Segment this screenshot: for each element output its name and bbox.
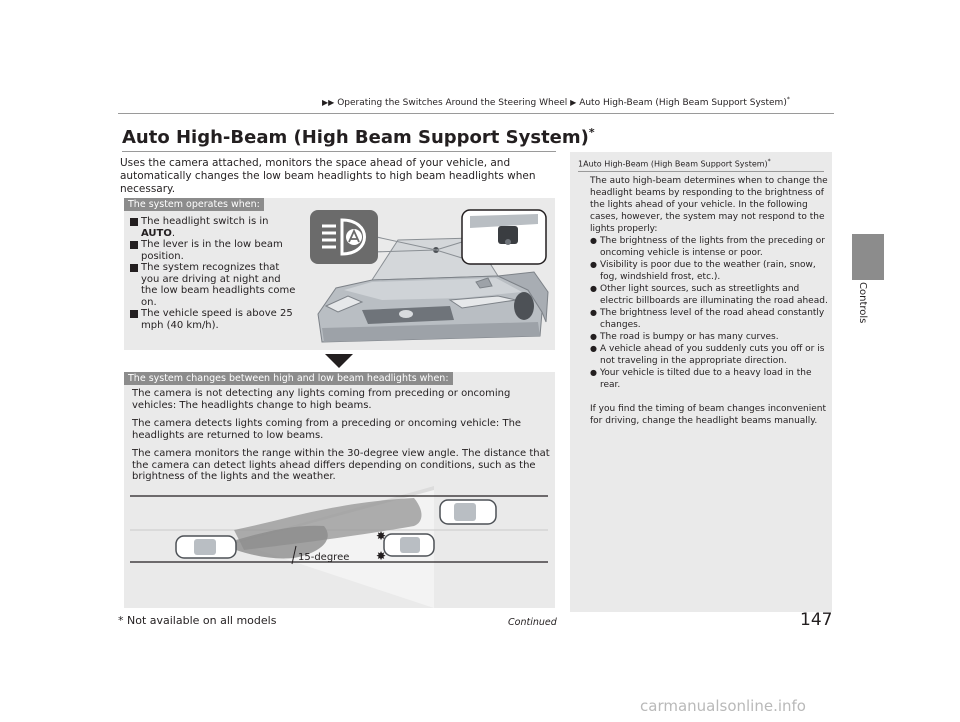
operates-heading: The system operates when:: [124, 198, 264, 211]
list-item: The brightness of the lights from the pr…: [590, 235, 828, 259]
list-item: The road is bumpy or has many curves.: [590, 331, 828, 343]
list-item: The brightness level of the road ahead c…: [590, 307, 828, 331]
changes-heading: The system changes between high and low …: [124, 372, 453, 385]
section-tab-text: Controls: [857, 282, 868, 324]
page-title: Auto High-Beam (High Beam Support System…: [122, 126, 595, 148]
notes-body: The auto high-beam determines when to ch…: [590, 175, 828, 427]
list-item: The headlight switch is in AUTO.: [130, 216, 300, 239]
continued-label: Continued: [508, 617, 557, 628]
notes-rule: [578, 171, 824, 172]
list-item: A vehicle ahead of you suddenly cuts you…: [590, 343, 828, 367]
changes-paragraph: The camera monitors the range within the…: [132, 448, 550, 482]
watermark: carmanualsonline.info: [640, 697, 806, 715]
notes-paragraph: The auto high-beam determines when to ch…: [590, 176, 828, 234]
flow-arrow-icon: [325, 354, 353, 368]
breadcrumb-item[interactable]: Operating the Switches Around the Steeri…: [337, 98, 568, 108]
footnote-mark: *: [588, 126, 595, 139]
list-item: Visibility is poor due to the weather (r…: [590, 259, 828, 283]
footnote-mark: *: [786, 96, 790, 103]
changes-paragraph: The camera is not detecting any lights c…: [132, 388, 511, 411]
double-arrow-icon: ▶▶: [322, 98, 335, 107]
page-title-text: Auto High-Beam (High Beam Support System…: [122, 127, 589, 148]
auto-high-beam-indicator-icon: [310, 210, 378, 264]
section-tab-marker: [852, 234, 884, 280]
footnote: * Not available on all models: [118, 614, 277, 627]
changes-paragraph: The camera detects lights coming from a …: [132, 418, 522, 441]
notes-ref-number: 1: [578, 159, 584, 169]
operates-list: The headlight switch is in AUTO. The lev…: [130, 216, 300, 331]
svg-text:✸: ✸: [376, 529, 386, 543]
car-illustration: [310, 209, 549, 343]
auto-label: AUTO: [141, 227, 172, 239]
notes-heading: 1Auto High-Beam (High Beam Support Syste…: [578, 158, 771, 169]
list-item-text: .: [171, 227, 176, 239]
notes-closing: If you find the timing of beam changes i…: [590, 404, 827, 426]
intro-paragraph: Uses the camera attached, monitors the s…: [120, 157, 536, 195]
angle-label: 15-degree: [298, 552, 349, 563]
breadcrumb-item[interactable]: Auto High-Beam (High Beam Support System…: [579, 98, 787, 108]
notes-heading-text: Auto High-Beam (High Beam Support System…: [583, 159, 768, 169]
list-item: The lever is in the low beam position.: [130, 239, 300, 262]
svg-text:✸: ✸: [376, 549, 386, 563]
own-car-icon: [175, 535, 237, 559]
footnote-mark: *: [767, 158, 771, 165]
header-rule: [118, 113, 834, 114]
list-item: Your vehicle is tilted due to a heavy lo…: [590, 367, 828, 391]
notes-sidebar: 1Auto High-Beam (High Beam Support Syste…: [570, 152, 832, 612]
list-item: The vehicle speed is above 25 mph (40 km…: [130, 308, 300, 331]
title-rule: [122, 151, 556, 152]
list-item: The system recognizes that you are drivi…: [130, 262, 300, 308]
oncoming-car-icon: ✸ ✸: [376, 529, 435, 563]
breadcrumb: ▶▶ Operating the Switches Around the Ste…: [322, 96, 790, 108]
list-item: Other light sources, such as streetlight…: [590, 283, 828, 307]
changes-box: The system changes between high and low …: [124, 372, 555, 608]
operates-box: The system operates when: The headlight …: [124, 198, 555, 350]
section-tab-label: Controls: [842, 282, 892, 342]
page-number: 147: [800, 610, 833, 630]
preceding-car-icon: [439, 499, 497, 525]
arrow-icon: ▶: [570, 98, 577, 107]
beam-angle-diagram: ✸ ✸ 15-degree: [130, 486, 548, 608]
list-item-text: The headlight switch is in: [141, 216, 269, 227]
